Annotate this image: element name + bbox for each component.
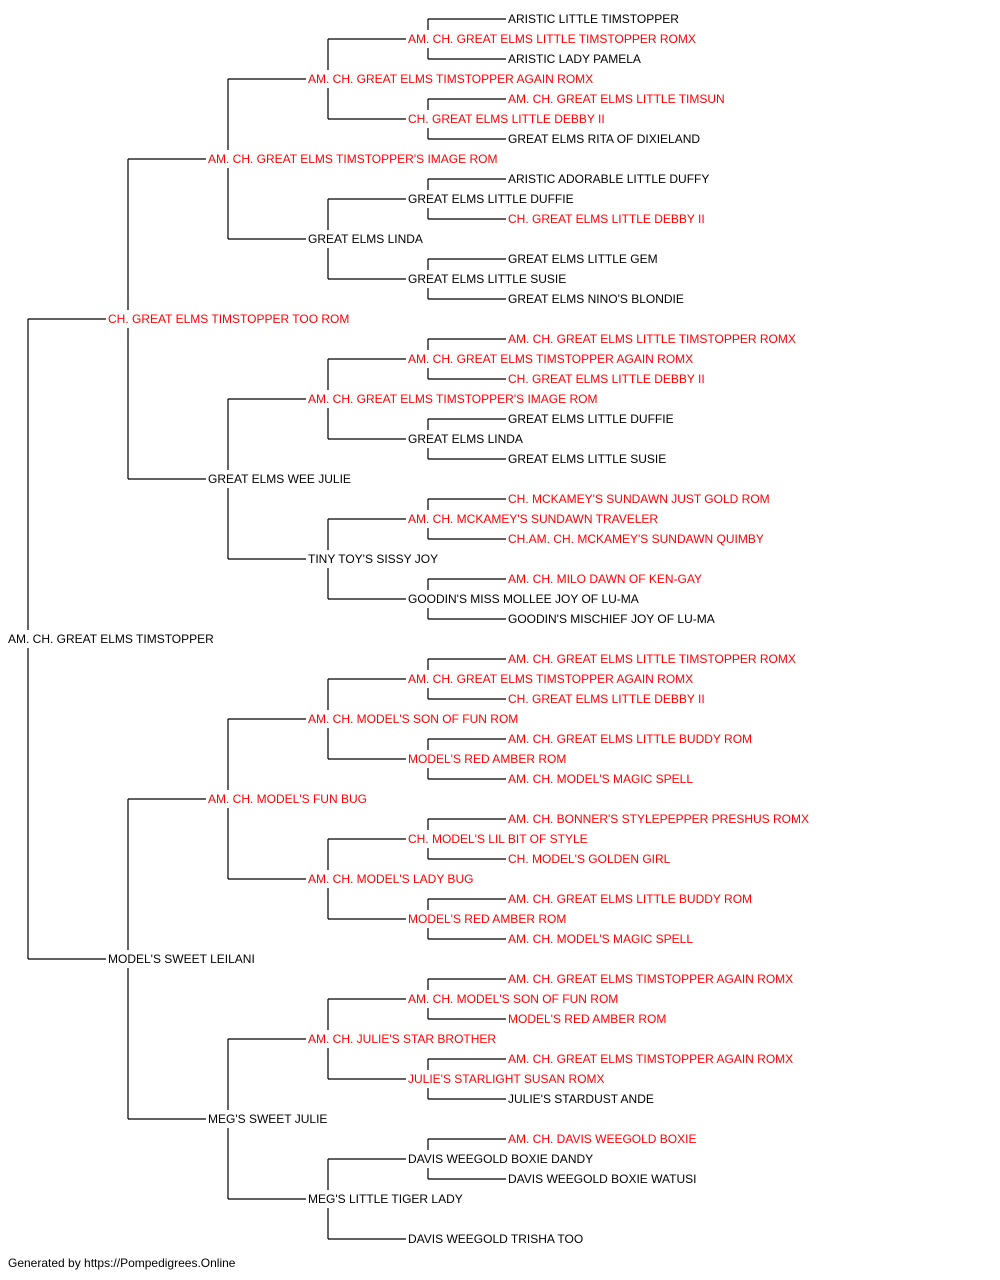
ancestor-name[interactable]: AM. CH. MODEL'S SON OF FUN ROM [308, 712, 518, 726]
ancestor-name[interactable]: AM. CH. GREAT ELMS TIMSTOPPER AGAIN ROMX [308, 72, 593, 86]
ancestor-name[interactable]: GOODIN'S MISCHIEF JOY OF LU-MA [508, 612, 715, 626]
ancestor-name[interactable]: CH. MCKAMEY'S SUNDAWN JUST GOLD ROM [508, 492, 770, 506]
ancestor-name[interactable]: MODEL'S RED AMBER ROM [408, 912, 566, 926]
ancestor-name[interactable]: AM. CH. MILO DAWN OF KEN-GAY [508, 572, 702, 586]
ancestor-name[interactable]: CH. MODEL'S GOLDEN GIRL [508, 852, 671, 866]
ancestor-name[interactable]: AM. CH. GREAT ELMS TIMSTOPPER AGAIN ROMX [508, 1052, 793, 1066]
ancestor-name[interactable]: CH.AM. CH. MCKAMEY'S SUNDAWN QUIMBY [508, 532, 764, 546]
ancestor-name[interactable]: AM. CH. GREAT ELMS TIMSTOPPER AGAIN ROMX [408, 352, 693, 366]
ancestor-name[interactable]: AM. CH. GREAT ELMS LITTLE BUDDY ROM [508, 892, 752, 906]
ancestor-name[interactable]: CH. GREAT ELMS LITTLE DEBBY II [408, 112, 605, 126]
ancestor-name[interactable]: AM. CH. GREAT ELMS TIMSTOPPER'S IMAGE RO… [308, 392, 597, 406]
ancestor-name[interactable]: AM. CH. GREAT ELMS LITTLE TIMSTOPPER ROM… [408, 32, 696, 46]
ancestor-name[interactable]: GREAT ELMS LITTLE SUSIE [408, 272, 566, 286]
ancestor-name[interactable]: MODEL'S RED AMBER ROM [408, 752, 566, 766]
ancestor-name[interactable]: MODEL'S RED AMBER ROM [508, 1012, 666, 1026]
ancestor-name[interactable]: DAVIS WEEGOLD BOXIE WATUSI [508, 1172, 696, 1186]
ancestor-name[interactable]: TINY TOY'S SISSY JOY [308, 552, 438, 566]
ancestor-name[interactable]: GREAT ELMS LINDA [308, 232, 423, 246]
ancestor-name[interactable]: AM. CH. GREAT ELMS LITTLE TIMSTOPPER ROM… [508, 652, 796, 666]
ancestor-name[interactable]: GREAT ELMS WEE JULIE [208, 472, 351, 486]
ancestor-name[interactable]: GREAT ELMS LITTLE GEM [508, 252, 658, 266]
ancestor-name[interactable]: AM. CH. MODEL'S SON OF FUN ROM [408, 992, 618, 1006]
ancestor-name[interactable]: GREAT ELMS LITTLE SUSIE [508, 452, 666, 466]
ancestor-name[interactable]: AM. CH. MCKAMEY'S SUNDAWN TRAVELER [408, 512, 658, 526]
ancestor-name[interactable]: AM. CH. GREAT ELMS TIMSTOPPER AGAIN ROMX [408, 672, 693, 686]
ancestor-name[interactable]: AM. CH. GREAT ELMS TIMSTOPPER AGAIN ROMX [508, 972, 793, 986]
ancestor-name[interactable]: CH. GREAT ELMS LITTLE DEBBY II [508, 692, 705, 706]
subject-dog-name[interactable]: AM. CH. GREAT ELMS TIMSTOPPER [8, 632, 214, 646]
ancestor-name[interactable]: GREAT ELMS LINDA [408, 432, 523, 446]
ancestor-name[interactable]: JULIE'S STARLIGHT SUSAN ROMX [408, 1072, 605, 1086]
ancestor-name[interactable]: GREAT ELMS RITA OF DIXIELAND [508, 132, 700, 146]
ancestor-name[interactable]: AM. CH. GREAT ELMS LITTLE TIMSTOPPER ROM… [508, 332, 796, 346]
ancestor-name[interactable]: AM. CH. GREAT ELMS LITTLE TIMSUN [508, 92, 725, 106]
ancestor-name[interactable]: CH. MODEL'S LIL BIT OF STYLE [408, 832, 588, 846]
ancestor-name[interactable]: JULIE'S STARDUST ANDE [508, 1092, 654, 1106]
ancestor-name[interactable]: GOODIN'S MISS MOLLEE JOY OF LU-MA [408, 592, 639, 606]
ancestor-name[interactable]: GREAT ELMS NINO'S BLONDIE [508, 292, 684, 306]
ancestor-name[interactable]: AM. CH. MODEL'S MAGIC SPELL [508, 772, 693, 786]
ancestor-name[interactable]: GREAT ELMS LITTLE DUFFIE [508, 412, 674, 426]
ancestor-name[interactable]: DAVIS WEEGOLD BOXIE DANDY [408, 1152, 593, 1166]
ancestor-name[interactable]: CH. GREAT ELMS TIMSTOPPER TOO ROM [108, 312, 349, 326]
ancestor-name[interactable]: AM. CH. MODEL'S MAGIC SPELL [508, 932, 693, 946]
ancestor-name[interactable]: CH. GREAT ELMS LITTLE DEBBY II [508, 212, 705, 226]
ancestor-name[interactable]: DAVIS WEEGOLD TRISHA TOO [408, 1232, 583, 1246]
ancestor-name[interactable]: MEG'S LITTLE TIGER LADY [308, 1192, 463, 1206]
ancestor-name[interactable]: MEG'S SWEET JULIE [208, 1112, 327, 1126]
dog-name-labels: AM. CH. GREAT ELMS TIMSTOPPER CH. GREAT E… [8, 12, 809, 1246]
ancestor-name[interactable]: AM. CH. MODEL'S FUN BUG [208, 792, 367, 806]
ancestor-name[interactable]: AM. CH. MODEL'S LADY BUG [308, 872, 473, 886]
ancestor-name[interactable]: GREAT ELMS LITTLE DUFFIE [408, 192, 574, 206]
ancestor-name[interactable]: ARISTIC LADY PAMELA [508, 52, 641, 66]
ancestor-name[interactable]: AM. CH. DAVIS WEEGOLD BOXIE [508, 1132, 696, 1146]
ancestor-name[interactable]: ARISTIC LITTLE TIMSTOPPER [508, 12, 679, 26]
ancestor-name[interactable]: CH. GREAT ELMS LITTLE DEBBY II [508, 372, 705, 386]
ancestor-name[interactable]: AM. CH. JULIE'S STAR BROTHER [308, 1032, 496, 1046]
ancestor-name[interactable]: AM. CH. BONNER'S STYLEPEPPER PRESHUS ROM… [508, 812, 809, 826]
ancestor-name[interactable]: AM. CH. GREAT ELMS TIMSTOPPER'S IMAGE RO… [208, 152, 497, 166]
connector-lines [27, 18, 506, 1240]
ancestor-name[interactable]: MODEL'S SWEET LEILANI [108, 952, 255, 966]
ancestor-name[interactable]: ARISTIC ADORABLE LITTLE DUFFY [508, 172, 709, 186]
ancestor-name[interactable]: AM. CH. GREAT ELMS LITTLE BUDDY ROM [508, 732, 752, 746]
generated-by-footer: Generated by https://Pompedigrees.Online [8, 1256, 236, 1270]
